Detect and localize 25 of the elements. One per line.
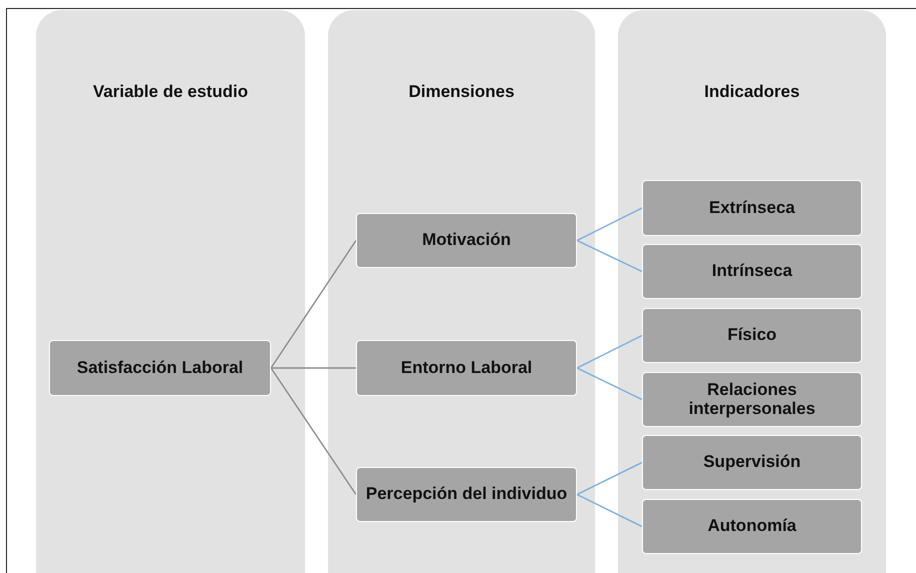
connector-line (270, 368, 357, 495)
column-panel (328, 10, 595, 573)
connector-line (576, 334, 642, 369)
process-box: Entorno Laboral (356, 340, 577, 396)
column-panel (36, 10, 305, 573)
connector-line (271, 367, 356, 369)
column-panel (618, 10, 886, 573)
column-heading: Variable de estudio (92, 82, 249, 102)
connector-line (576, 207, 642, 242)
connector-line (576, 462, 642, 496)
process-box: Físico (642, 308, 862, 363)
process-box: Extrínseca (642, 180, 862, 236)
process-box: Percepción del individuo (356, 467, 577, 522)
process-box: Satisfacción Laboral (49, 340, 271, 396)
connector-line (270, 240, 357, 368)
column-heading: Dimensiones (408, 82, 516, 102)
connector-line (576, 367, 642, 400)
connector-line (576, 240, 642, 272)
process-box: Autonomía (642, 499, 862, 554)
process-box: Intrínseca (642, 244, 862, 299)
column-heading: Indicadores (703, 82, 801, 102)
connector-line (576, 494, 642, 528)
process-box: Relaciones interpersonales (642, 372, 862, 427)
process-box: Motivación (356, 213, 577, 268)
process-box: Supervisión (642, 435, 862, 490)
